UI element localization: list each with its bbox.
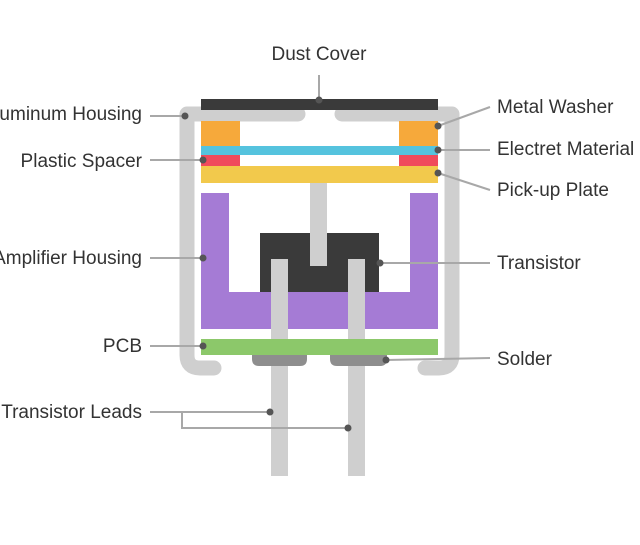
transistor-lead-right	[348, 259, 365, 476]
dot-aluminum-housing	[181, 112, 189, 120]
plastic-spacer-left	[201, 155, 240, 166]
dot-pcb	[199, 342, 207, 350]
label-pcb: PCB	[103, 336, 142, 357]
label-metal-washer: Metal Washer	[497, 97, 614, 118]
dot-dust-cover	[315, 96, 323, 104]
leader-solder	[385, 357, 491, 361]
dust-cover	[201, 99, 438, 110]
label-transistor: Transistor	[497, 253, 581, 274]
leader-dots	[181, 96, 442, 432]
amplifier-housing	[201, 193, 438, 329]
metal-washer-left	[201, 121, 240, 146]
solder-left	[252, 355, 307, 366]
dot-plastic-spacer	[199, 156, 207, 164]
label-electret-material: Electret Material	[497, 139, 634, 160]
aluminum-housing-right	[334, 106, 460, 376]
pcb	[201, 339, 438, 355]
dot-amplifier-housing	[199, 254, 207, 262]
label-amplifier-housing: Amplifier Housing	[0, 248, 142, 269]
aluminum-housing	[179, 106, 306, 376]
dot-metal-washer	[434, 122, 442, 130]
dot-transistor-lead-left	[266, 408, 274, 416]
plastic-spacer-right	[399, 155, 438, 166]
label-plastic-spacer: Plastic Spacer	[21, 151, 143, 172]
transistor-stem-top	[310, 233, 327, 266]
solder-right	[330, 355, 387, 366]
dot-transistor	[376, 259, 384, 267]
pickup-plate	[201, 166, 438, 183]
label-aluminum-housing: Aluminum Housing	[0, 104, 142, 125]
label-transistor-leads: Transistor Leads	[1, 402, 142, 423]
dot-solder	[382, 356, 390, 364]
leader-lines	[150, 75, 491, 429]
electret-material	[201, 146, 438, 155]
leader-pickup-plate	[437, 172, 491, 191]
dot-electret-material	[434, 146, 442, 154]
metal-washer-right	[399, 121, 438, 146]
label-dust-cover: Dust Cover	[271, 44, 367, 65]
leader-transistor-leads	[150, 411, 348, 429]
transistor-lead-left	[271, 259, 288, 476]
label-solder: Solder	[497, 349, 553, 370]
leader-metal-washer	[437, 106, 491, 127]
label-pickup-plate: Pick-up Plate	[497, 180, 609, 201]
dot-pickup-plate	[434, 169, 442, 177]
dot-transistor-lead-right	[344, 424, 352, 432]
